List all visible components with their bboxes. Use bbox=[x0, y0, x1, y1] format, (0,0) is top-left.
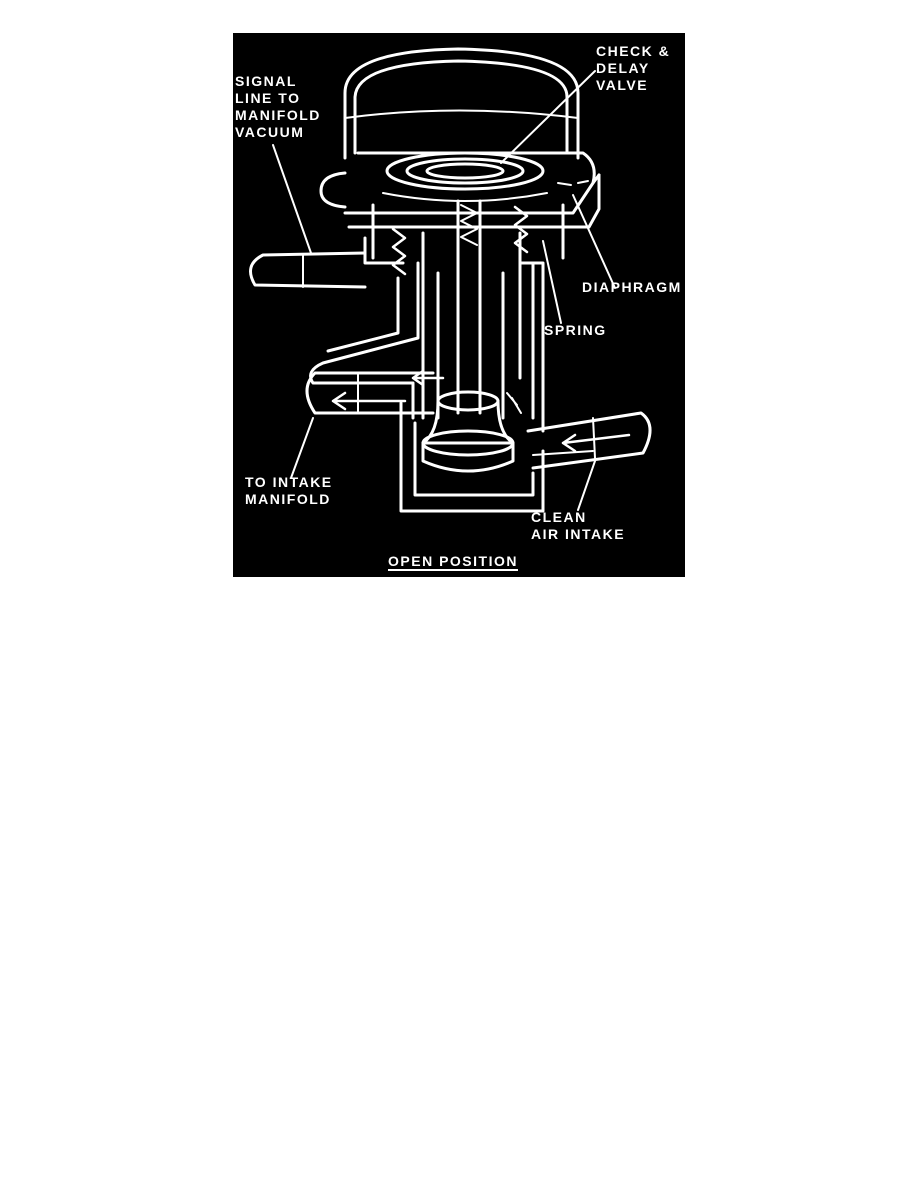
label-spring: SPRING bbox=[544, 322, 607, 338]
leader-signal-line bbox=[272, 144, 312, 254]
label-clean-air-intake: CLEAN AIR INTAKE bbox=[531, 509, 626, 542]
leader-clean-air bbox=[577, 460, 596, 511]
leader-to-intake bbox=[290, 417, 314, 479]
diaphragm-housing bbox=[343, 151, 601, 260]
leader-lines bbox=[272, 70, 616, 511]
outlet-tube bbox=[305, 369, 445, 415]
leader-check-delay-valve bbox=[500, 70, 596, 164]
valve-diagram: CHECK & DELAY VALVE SIGNAL LINE TO MANIF… bbox=[233, 33, 685, 577]
inlet-tube bbox=[526, 411, 652, 470]
cap-side-boss bbox=[319, 171, 347, 209]
caption-open-position: OPEN POSITION bbox=[388, 553, 518, 569]
label-diaphragm: DIAPHRAGM bbox=[582, 279, 682, 295]
valve-body bbox=[309, 261, 545, 433]
leader-spring bbox=[542, 240, 562, 324]
spring-coils bbox=[391, 205, 529, 276]
valve-poppet bbox=[421, 390, 522, 473]
diaphragm bbox=[387, 180, 589, 214]
label-to-intake-manifold: TO INTAKE MANIFOLD bbox=[245, 474, 333, 507]
valve-stem bbox=[421, 199, 522, 420]
signal-line-nipple bbox=[249, 236, 405, 289]
valve-cutaway-drawing bbox=[249, 47, 652, 513]
leader-diaphragm bbox=[572, 194, 616, 289]
label-check-delay-valve: CHECK & DELAY VALVE bbox=[596, 43, 671, 93]
lower-chamber bbox=[399, 401, 545, 513]
label-signal-line: SIGNAL LINE TO MANIFOLD VACUUM bbox=[235, 73, 321, 140]
valve-cap bbox=[343, 47, 580, 160]
